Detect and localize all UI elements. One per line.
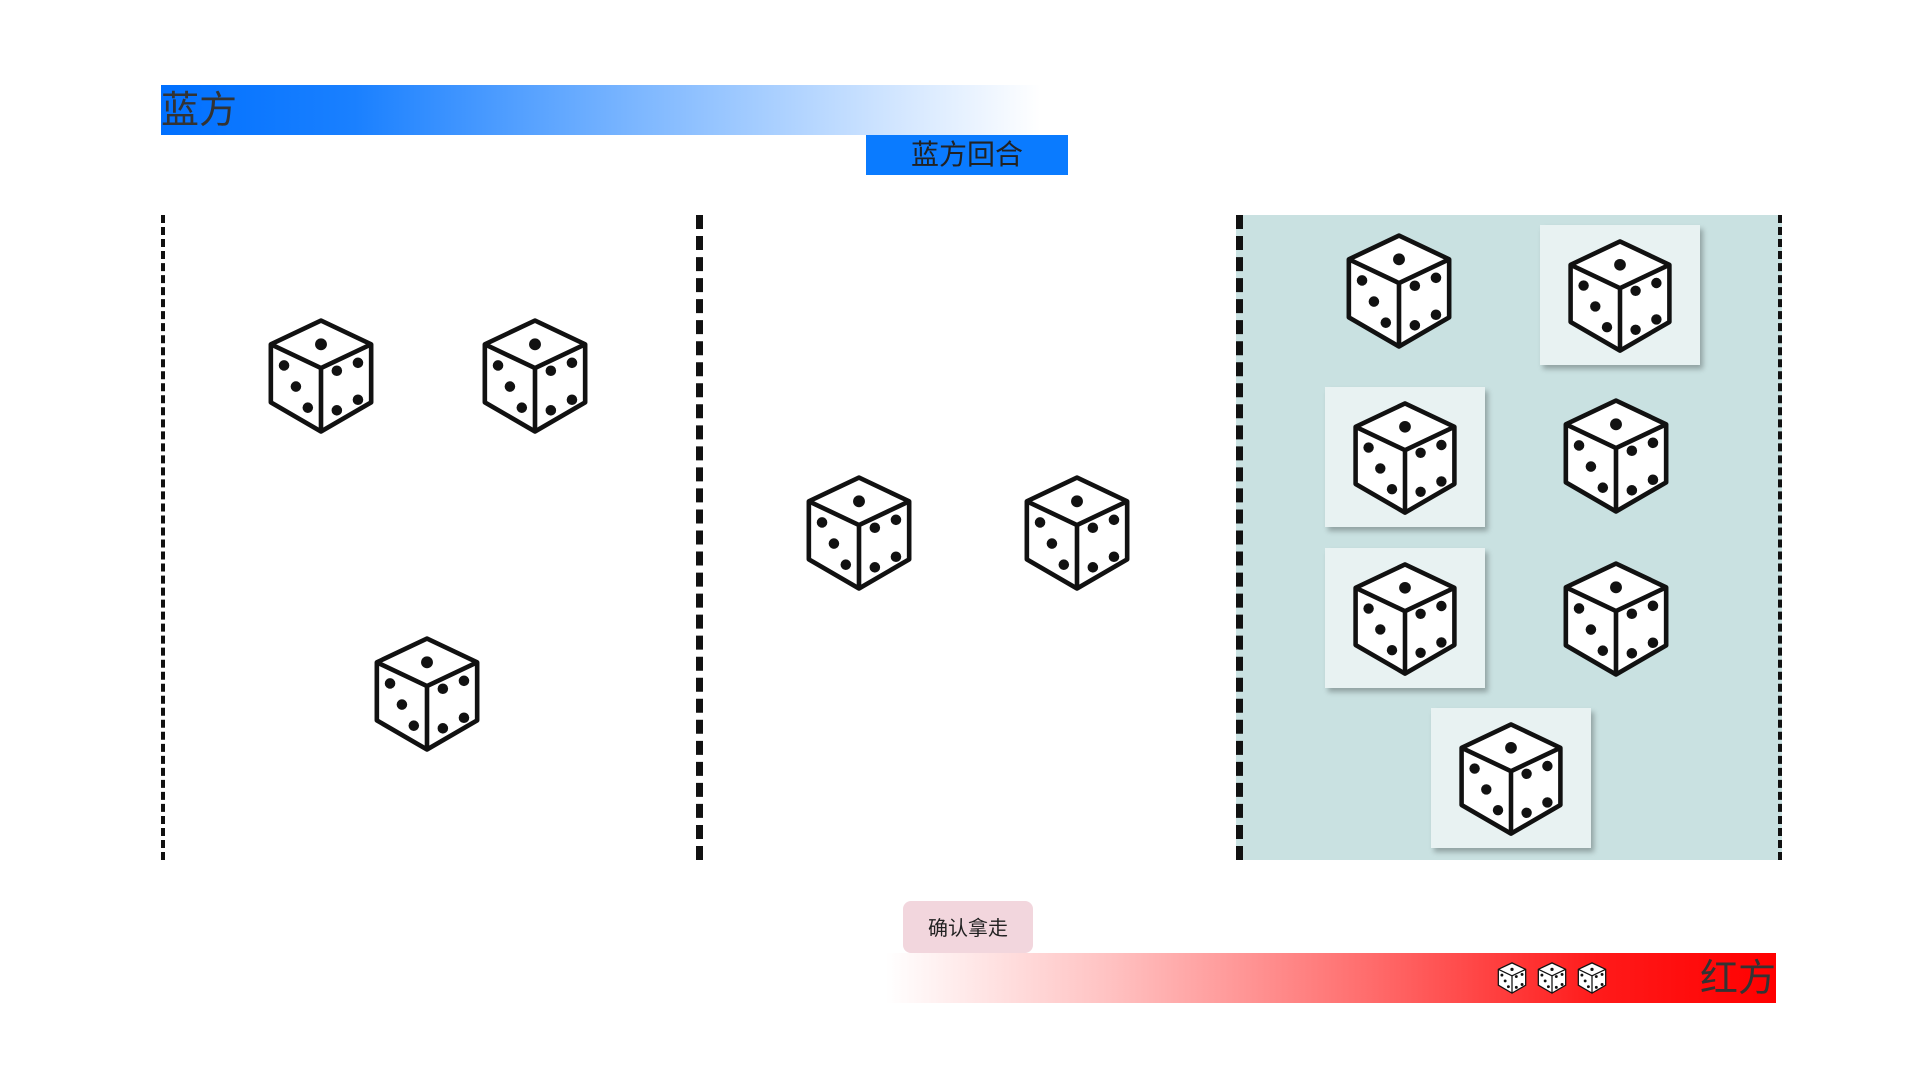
dice-pool-right bbox=[1236, 215, 1782, 860]
selected-dice-tile[interactable] bbox=[1431, 708, 1591, 848]
dice-icon bbox=[1333, 393, 1477, 523]
dice-icon bbox=[1333, 554, 1477, 684]
dice-icon[interactable] bbox=[1550, 553, 1682, 685]
dice-icon bbox=[1548, 231, 1692, 361]
blue-team-bar: 蓝方 bbox=[161, 85, 1041, 135]
dice-icon[interactable] bbox=[469, 310, 601, 442]
dice-icon bbox=[1439, 714, 1583, 844]
turn-indicator: 蓝方回合 bbox=[866, 135, 1068, 175]
dice-icon bbox=[1534, 960, 1570, 996]
dice-pool-middle bbox=[696, 215, 1243, 860]
dice-icon[interactable] bbox=[255, 310, 387, 442]
dice-icon[interactable] bbox=[1333, 225, 1465, 357]
selected-dice-tile[interactable] bbox=[1325, 548, 1485, 688]
dice-icon bbox=[1494, 960, 1530, 996]
dice-pool-left bbox=[161, 215, 700, 860]
dice-icon bbox=[1574, 960, 1610, 996]
red-captured-dice bbox=[1494, 960, 1614, 1000]
blue-team-label: 蓝方 bbox=[161, 88, 238, 132]
red-team-bar: 红方 bbox=[886, 953, 1776, 1003]
dice-icon[interactable] bbox=[361, 628, 493, 760]
dice-icon[interactable] bbox=[1550, 390, 1682, 522]
red-team-label: 红方 bbox=[1699, 956, 1776, 1000]
selected-dice-tile[interactable] bbox=[1325, 387, 1485, 527]
selected-dice-tile[interactable] bbox=[1540, 225, 1700, 365]
dice-icon[interactable] bbox=[1011, 467, 1143, 599]
dice-icon[interactable] bbox=[793, 467, 925, 599]
confirm-take-button[interactable]: 确认拿走 bbox=[903, 901, 1033, 953]
